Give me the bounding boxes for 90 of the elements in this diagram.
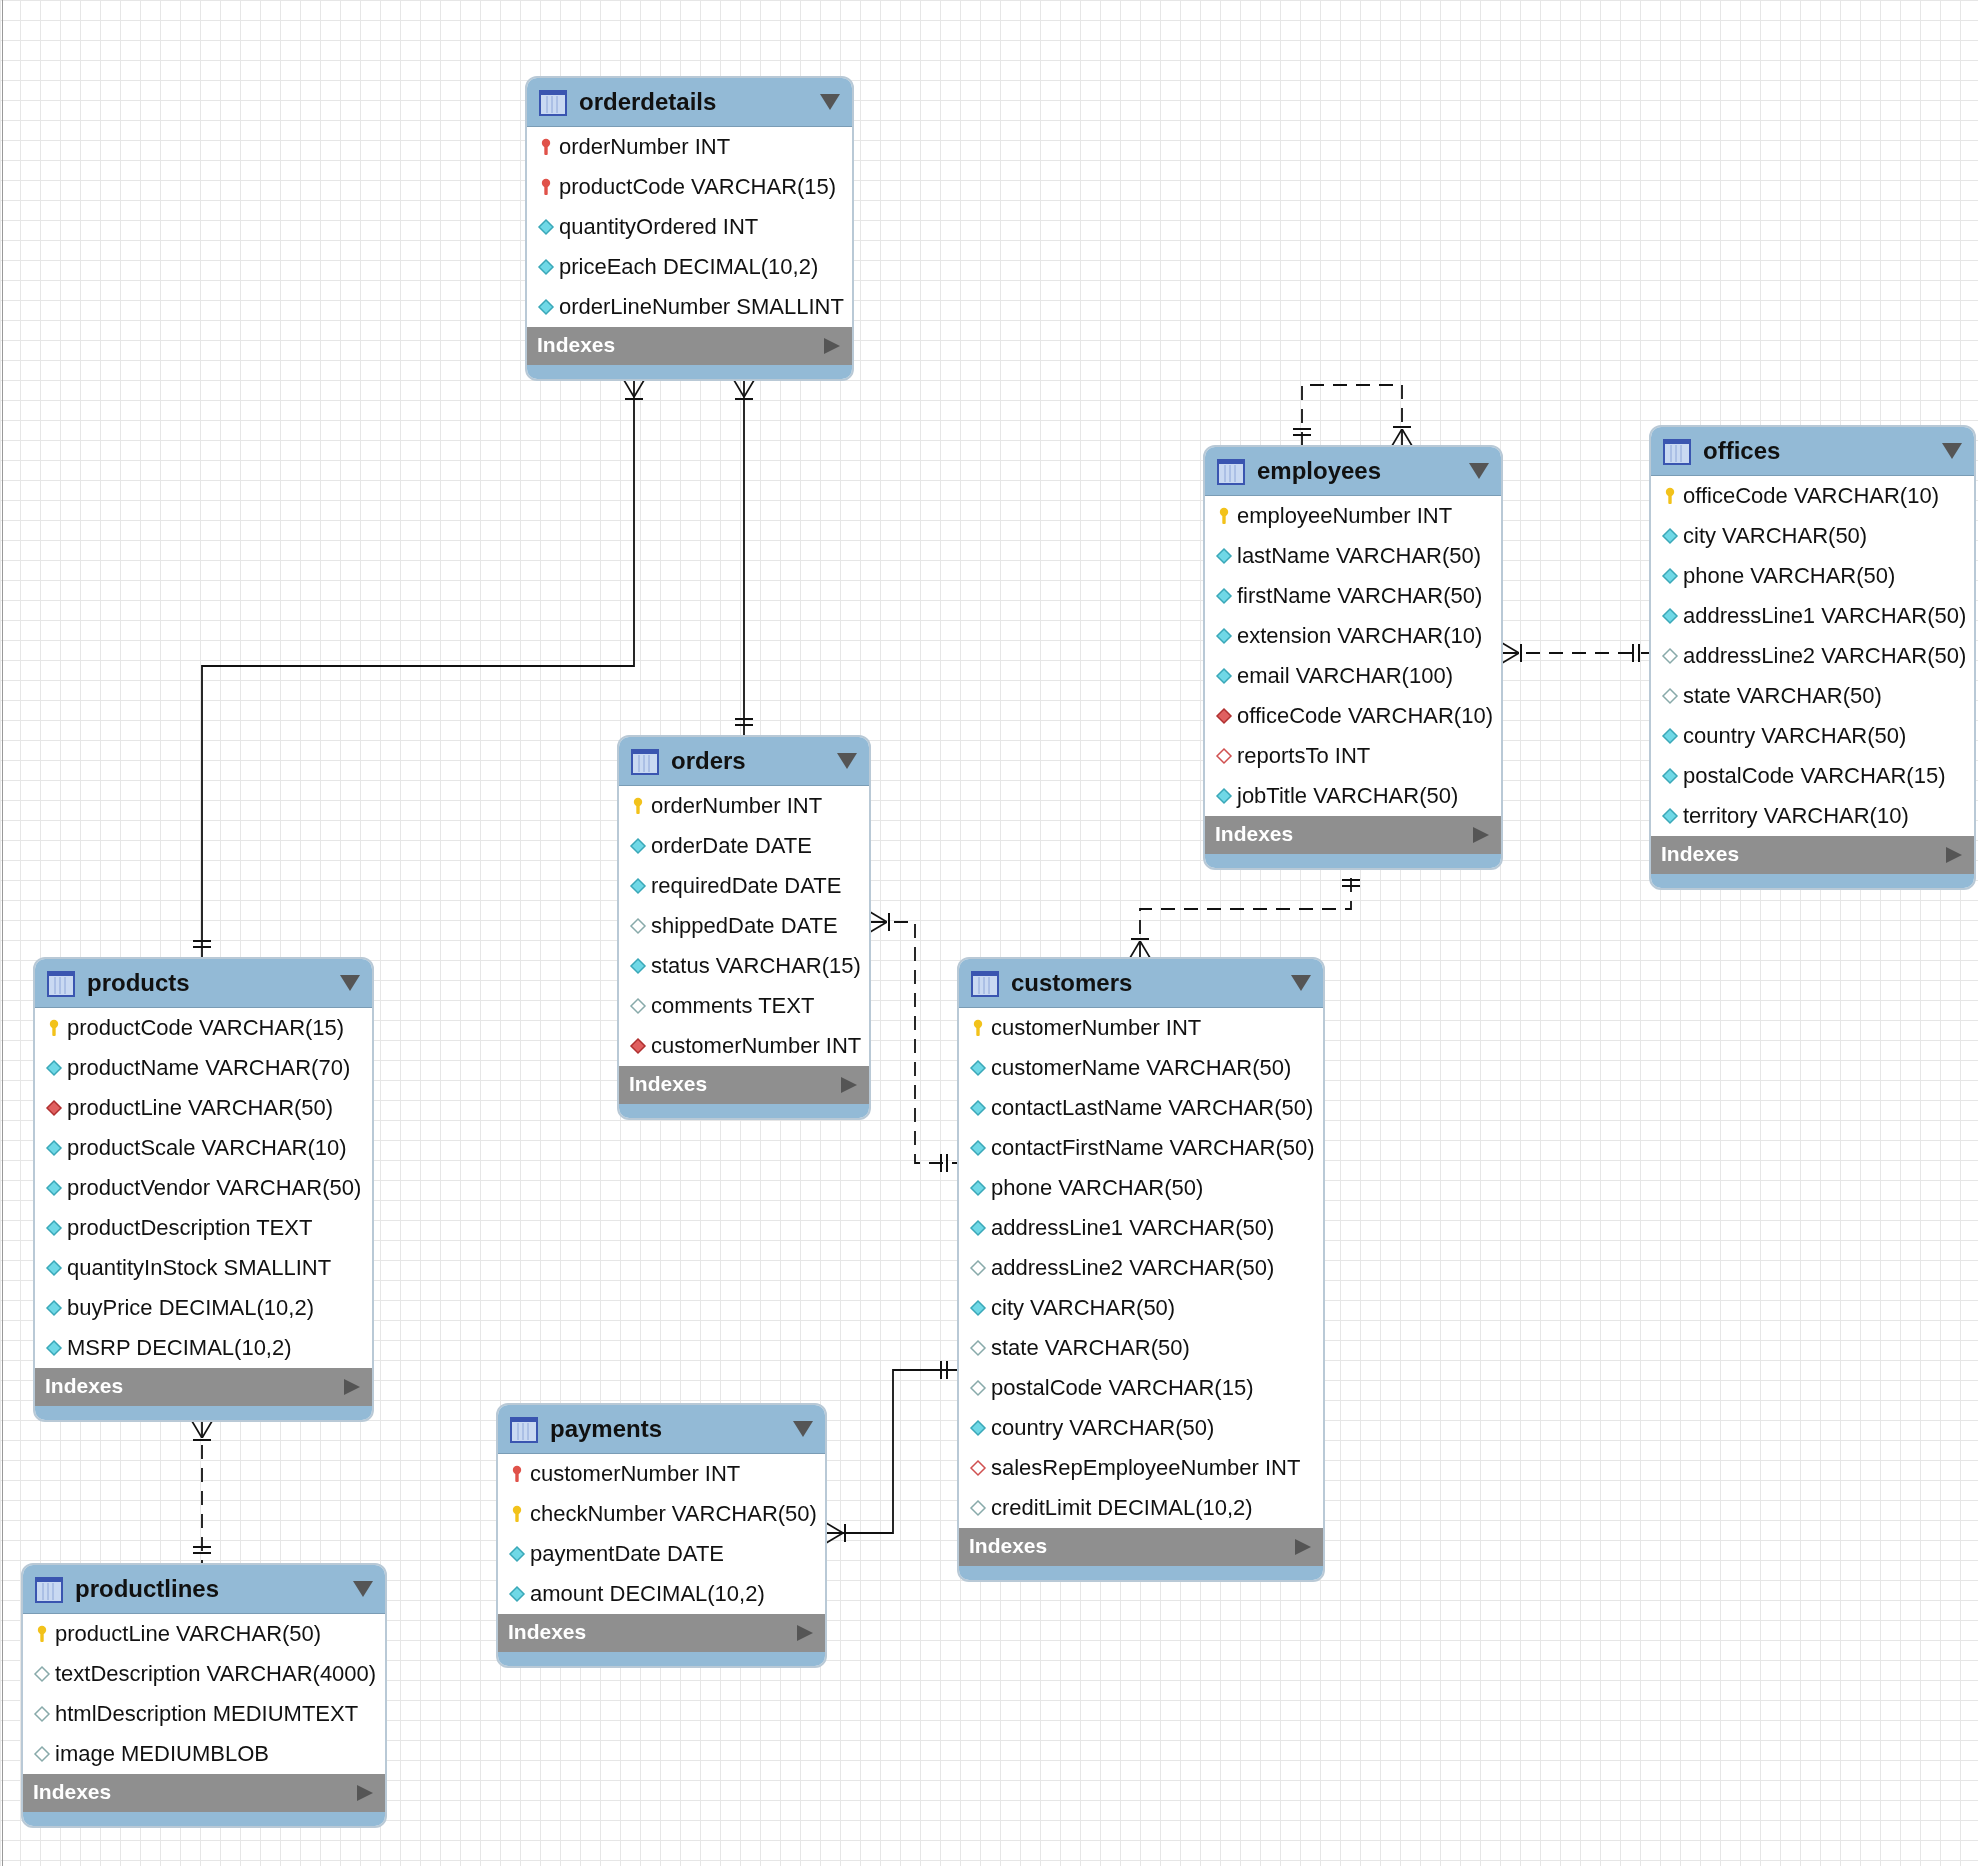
- column-name: status VARCHAR(15): [651, 954, 861, 978]
- column-name: contactFirstName VARCHAR(50): [991, 1136, 1315, 1160]
- column-name: addressLine1 VARCHAR(50): [1683, 604, 1967, 628]
- column-name: orderLineNumber SMALLINT: [559, 295, 844, 319]
- relationship-line: [1502, 642, 1650, 664]
- relationship-line: [826, 1361, 958, 1544]
- column-name: productCode VARCHAR(15): [67, 1016, 345, 1040]
- column-name: productDescription TEXT: [67, 1216, 313, 1240]
- table-name: customers: [1011, 969, 1133, 997]
- table-card: [525, 76, 854, 381]
- column-name: creditLimit DECIMAL(10,2): [991, 1496, 1253, 1520]
- table-card: [1649, 425, 1976, 890]
- column-name: orderNumber INT: [651, 794, 823, 818]
- column-name: country VARCHAR(50): [991, 1416, 1215, 1440]
- table-name: products: [87, 969, 190, 997]
- column-name: checkNumber VARCHAR(50): [530, 1502, 817, 1526]
- section-label: Indexes: [508, 1620, 587, 1644]
- relationship-line: [870, 911, 958, 1172]
- column-name: orderDate DATE: [651, 834, 812, 858]
- column-name: productCode VARCHAR(15): [559, 175, 837, 199]
- column-name: territory VARCHAR(10): [1683, 804, 1909, 828]
- section-label: Indexes: [969, 1534, 1048, 1558]
- table-name: payments: [550, 1415, 663, 1443]
- table-name: employees: [1257, 457, 1382, 485]
- section-label: Indexes: [33, 1780, 112, 1804]
- column-name: addressLine2 VARCHAR(50): [1683, 644, 1967, 668]
- column-name: postalCode VARCHAR(15): [1683, 764, 1946, 788]
- column-name: productScale VARCHAR(10): [67, 1136, 347, 1160]
- table-name: orders: [671, 747, 746, 775]
- column-name: firstName VARCHAR(50): [1237, 584, 1483, 608]
- column-name: email VARCHAR(100): [1237, 664, 1453, 688]
- column-name: paymentDate DATE: [530, 1542, 724, 1566]
- column-name: htmlDescription MEDIUMTEXT: [55, 1702, 359, 1726]
- table-card: [33, 957, 374, 1422]
- column-name: salesRepEmployeeNumber INT: [991, 1456, 1301, 1480]
- column-name: productVendor VARCHAR(50): [67, 1176, 362, 1200]
- column-name: quantityOrdered INT: [559, 215, 759, 239]
- table-name: orderdetails: [579, 88, 717, 116]
- column-name: officeCode VARCHAR(10): [1683, 484, 1939, 508]
- column-name: state VARCHAR(50): [1683, 684, 1882, 708]
- column-name: phone VARCHAR(50): [991, 1176, 1204, 1200]
- column-name: employeeNumber INT: [1237, 504, 1453, 528]
- column-name: lastName VARCHAR(50): [1237, 544, 1482, 568]
- column-name: MSRP DECIMAL(10,2): [67, 1336, 292, 1360]
- column-name: officeCode VARCHAR(10): [1237, 704, 1493, 728]
- column-name: country VARCHAR(50): [1683, 724, 1907, 748]
- section-label: Indexes: [537, 333, 616, 357]
- relationship-line: [193, 380, 645, 958]
- column-name: postalCode VARCHAR(15): [991, 1376, 1254, 1400]
- table-card: [496, 1403, 827, 1668]
- column-name: comments TEXT: [651, 994, 815, 1018]
- table-card: [957, 957, 1325, 1582]
- table-card: [21, 1563, 387, 1828]
- column-name: extension VARCHAR(10): [1237, 624, 1483, 648]
- table-name: productlines: [75, 1575, 219, 1603]
- relationship-line: [191, 1421, 213, 1564]
- relationship-line: [1293, 384, 1413, 446]
- column-name: addressLine2 VARCHAR(50): [991, 1256, 1275, 1280]
- section-label: Indexes: [45, 1374, 124, 1398]
- column-name: jobTitle VARCHAR(50): [1237, 784, 1459, 808]
- column-name: amount DECIMAL(10,2): [530, 1582, 765, 1606]
- column-name: orderNumber INT: [559, 135, 731, 159]
- column-name: phone VARCHAR(50): [1683, 564, 1896, 588]
- table-card: [617, 735, 871, 1120]
- column-name: shippedDate DATE: [651, 914, 838, 938]
- column-name: city VARCHAR(50): [991, 1296, 1176, 1320]
- section-label: Indexes: [1661, 842, 1740, 866]
- column-name: customerName VARCHAR(50): [991, 1056, 1292, 1080]
- column-name: textDescription VARCHAR(4000): [55, 1662, 377, 1686]
- column-name: priceEach DECIMAL(10,2): [559, 255, 819, 279]
- column-name: customerNumber INT: [991, 1016, 1202, 1040]
- section-label: Indexes: [1215, 822, 1294, 846]
- column-name: addressLine1 VARCHAR(50): [991, 1216, 1275, 1240]
- column-name: buyPrice DECIMAL(10,2): [67, 1296, 314, 1320]
- column-name: customerNumber INT: [651, 1034, 862, 1058]
- column-name: requiredDate DATE: [651, 874, 842, 898]
- column-name: city VARCHAR(50): [1683, 524, 1868, 548]
- column-name: quantityInStock SMALLINT: [67, 1256, 332, 1280]
- column-name: productLine VARCHAR(50): [55, 1622, 322, 1646]
- column-name: image MEDIUMBLOB: [55, 1742, 269, 1766]
- table-name: offices: [1703, 437, 1781, 465]
- relationship-line: [733, 380, 755, 736]
- table-card: [1203, 445, 1503, 870]
- column-name: customerNumber INT: [530, 1462, 741, 1486]
- column-name: productName VARCHAR(70): [67, 1056, 351, 1080]
- column-name: reportsTo INT: [1237, 744, 1371, 768]
- column-name: state VARCHAR(50): [991, 1336, 1190, 1360]
- column-name: productLine VARCHAR(50): [67, 1096, 334, 1120]
- section-label: Indexes: [629, 1072, 708, 1096]
- column-name: contactLastName VARCHAR(50): [991, 1096, 1314, 1120]
